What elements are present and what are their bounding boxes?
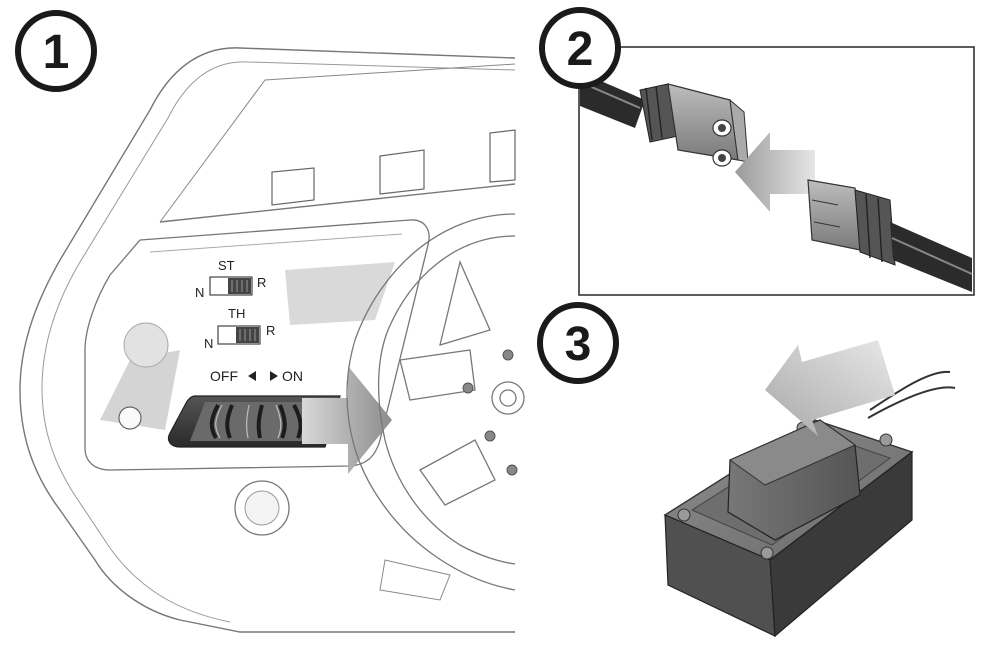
step-2-badge: 2	[539, 7, 621, 89]
step-2-number: 2	[567, 23, 594, 76]
slide-arrow-icon	[302, 366, 392, 474]
wheel-screws	[462, 349, 518, 476]
receiver-lead-connector	[639, 83, 749, 167]
transmitter-housing	[19, 47, 516, 633]
st-reverse-switch[interactable]: ST N R	[195, 258, 266, 300]
th-n-label: N	[204, 336, 213, 351]
receiver-switch-box[interactable]	[663, 419, 914, 638]
slide-direction-arrow-icon	[765, 340, 895, 436]
panel-connector: 2	[539, 7, 975, 296]
on-label: ON	[282, 368, 303, 384]
top-tabs	[271, 129, 516, 206]
th-label: TH	[228, 306, 245, 321]
steering-wheel[interactable]	[346, 213, 525, 591]
led-indicator	[118, 406, 142, 430]
insert-arrow-icon	[735, 132, 815, 212]
step-3-badge: 3	[537, 302, 619, 384]
step-3-number: 3	[565, 318, 592, 371]
panel-receiver: 3	[537, 302, 956, 638]
battery-connector	[807, 179, 896, 266]
st-n-label: N	[195, 285, 204, 300]
step-1-badge: 1	[15, 10, 97, 92]
on-arrow-icon	[270, 371, 278, 381]
step-1-number: 1	[43, 26, 70, 79]
st-r-label: R	[257, 275, 266, 290]
th-reverse-switch[interactable]: TH N R	[204, 306, 275, 351]
trim-knob[interactable]	[123, 322, 169, 368]
st-label: ST	[218, 258, 235, 273]
panel-transmitter: ST N R TH N R OFF ON	[15, 10, 525, 633]
th-r-label: R	[266, 323, 275, 338]
off-arrow-icon	[248, 371, 256, 381]
off-label: OFF	[210, 368, 238, 384]
power-switch[interactable]	[167, 395, 341, 448]
